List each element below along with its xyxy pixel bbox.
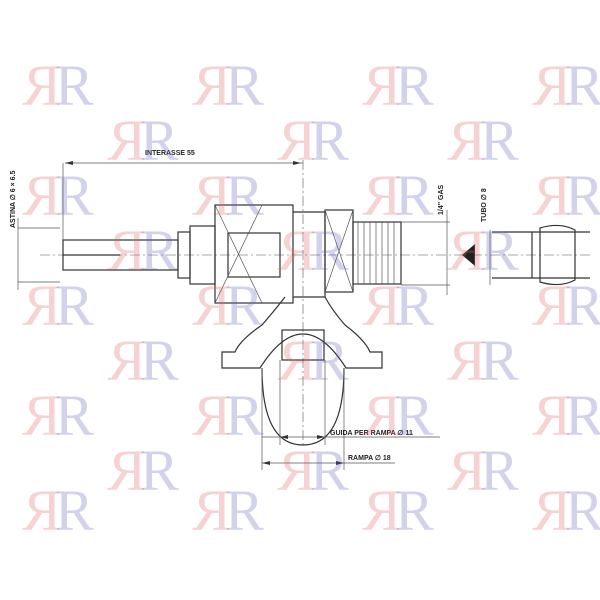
watermark-mark: R xyxy=(565,478,600,543)
watermark-mark: R xyxy=(55,53,94,118)
watermark-mark: R xyxy=(310,438,349,503)
watermark-mark: R xyxy=(480,218,519,283)
watermark-mark: R xyxy=(565,163,600,228)
watermark-mark: R xyxy=(55,383,94,448)
watermark-mark: R xyxy=(565,273,600,338)
watermark-mark: R xyxy=(277,108,316,173)
astina-label: ASTINA ∅ 6 × 6.5 xyxy=(9,171,17,228)
hex-nut xyxy=(214,204,294,304)
watermark-mark: R xyxy=(277,218,316,283)
watermark-mark: R xyxy=(192,478,231,543)
watermark-mark: R xyxy=(225,478,264,543)
watermark-mark: R xyxy=(22,273,61,338)
saddle-clip xyxy=(221,296,383,369)
watermark-mark: R xyxy=(140,108,179,173)
watermark-mark: R xyxy=(480,438,519,503)
watermark-mark: R xyxy=(362,383,401,448)
watermark-mark: R xyxy=(192,273,231,338)
watermark-mark: R xyxy=(140,438,179,503)
watermark-mark: R xyxy=(447,218,486,283)
watermark-mark: R xyxy=(277,328,316,393)
watermark-mark: R xyxy=(362,53,401,118)
watermark-mark: R xyxy=(192,163,231,228)
watermark-mark: R xyxy=(22,53,61,118)
watermark-mark: R xyxy=(140,218,179,283)
watermark-mark: R xyxy=(225,273,264,338)
watermark-mark: R xyxy=(225,383,264,448)
watermark-mark: R xyxy=(395,383,434,448)
watermark-mark: R xyxy=(55,163,94,228)
tubo-label: TUBO ∅ 8 xyxy=(480,188,488,222)
watermark-mark: R xyxy=(22,163,61,228)
watermark-mark: R xyxy=(362,273,401,338)
watermark-mark: R xyxy=(565,53,600,118)
watermark-mark: R xyxy=(225,53,264,118)
watermark-mark: R xyxy=(192,53,231,118)
watermark-mark: R xyxy=(107,218,146,283)
watermark-mark: R xyxy=(277,438,316,503)
watermark-mark: R xyxy=(192,383,231,448)
watermark-mark: R xyxy=(447,438,486,503)
watermark-mark: R xyxy=(55,478,94,543)
watermark-mark: R xyxy=(532,163,571,228)
watermark-mark: R xyxy=(395,273,434,338)
watermark-mark: R xyxy=(480,108,519,173)
rampa-circle xyxy=(261,367,345,446)
watermark-mark: R xyxy=(532,273,571,338)
thread xyxy=(352,221,402,285)
guida-label: GUIDA PER RAMPA ∅ 11 xyxy=(330,429,413,437)
rampa-label: RAMPA ∅ 18 xyxy=(348,454,391,462)
watermark-mark: R xyxy=(140,328,179,393)
watermark-mark: R xyxy=(107,438,146,503)
watermark-mark: R xyxy=(55,273,94,338)
watermark-mark: R xyxy=(225,163,264,228)
watermark-mark: R xyxy=(310,108,349,173)
watermark-mark: R xyxy=(362,163,401,228)
watermark-mark: R xyxy=(362,478,401,543)
gas-label: 1/4" GAS xyxy=(438,185,445,215)
watermark-mark: R xyxy=(395,163,434,228)
watermark-mark: R xyxy=(22,478,61,543)
watermark-mark: R xyxy=(565,383,600,448)
interasse-label: INTERASSE 55 xyxy=(145,150,195,157)
watermark-mark: R xyxy=(532,478,571,543)
watermark-mark: R xyxy=(532,53,571,118)
watermark-mark: R xyxy=(532,383,571,448)
watermark-mark: R xyxy=(480,328,519,393)
flow-arrow-icon xyxy=(462,244,475,266)
watermark-mark: R xyxy=(107,108,146,173)
watermark-mark: R xyxy=(395,53,434,118)
watermark-mark: R xyxy=(310,218,349,283)
watermark-mark: R xyxy=(22,383,61,448)
watermark-mark: R xyxy=(395,478,434,543)
watermark-mark: R xyxy=(107,328,146,393)
watermark-mark: R xyxy=(310,328,349,393)
watermark-mark: R xyxy=(447,108,486,173)
watermark-mark: R xyxy=(447,328,486,393)
